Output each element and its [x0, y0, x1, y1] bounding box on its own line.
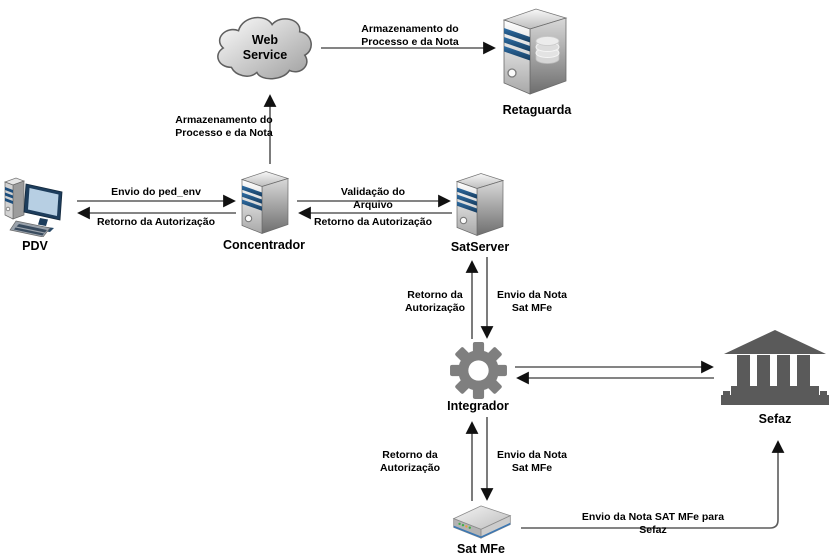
node-label-concentrador: Concentrador [223, 238, 305, 252]
edge-label-satserver-to-integrador: Envio da Nota Sat MFe [496, 289, 567, 315]
edge-label-webservice-to-retaguarda: Armazenamento do Processo e da Nota [361, 23, 459, 49]
retaguarda-server-icon [500, 5, 570, 99]
sefaz-building-icon [719, 329, 831, 411]
edge-label-integrador-to-satmfe: Envio da Nota Sat MFe [496, 449, 567, 475]
satserver-server-icon [454, 171, 506, 238]
integrador-gear-icon [448, 341, 509, 400]
database-icon [535, 36, 560, 64]
node-label-integrador: Integrador [447, 399, 509, 413]
node-label-pdv: PDV [22, 239, 48, 253]
edge-label-concentrador-to-pdv: Retorno da Autorização [96, 216, 216, 228]
node-label-satserver: SatServer [450, 240, 510, 254]
pdv-computer-icon [3, 173, 67, 237]
edge-label-satmfe-to-integrador: Retorno da Autorização [379, 449, 441, 475]
edge-label-integrador-to-satserver: Retorno da Autorização [404, 289, 466, 315]
edge-label-concentrador-to-webservice: Armazenamento do Processo e da Nota [175, 114, 273, 140]
edge-label-satserver-to-concentrador: Retorno da Autorização [313, 216, 433, 228]
edge-label-pdv-to-concentrador: Envio do ped_env [111, 186, 201, 198]
edge-label-satmfe-to-sefaz: Envio da Nota SAT MFe para Sefaz [581, 511, 725, 537]
concentrador-server-icon [239, 169, 291, 236]
node-label-web-service: Web Service [242, 33, 288, 62]
node-label-retaguarda: Retaguarda [502, 103, 572, 117]
sat-mfe-device-icon [451, 503, 513, 544]
node-label-sat-mfe: Sat MFe [457, 542, 505, 556]
web-service-cloud-icon [210, 8, 318, 86]
node-label-sefaz: Sefaz [758, 412, 792, 426]
edge-label-concentrador-to-satserver: Validação do Arquivo [340, 186, 406, 212]
arrow-satmfe-to-sefaz [521, 440, 785, 529]
